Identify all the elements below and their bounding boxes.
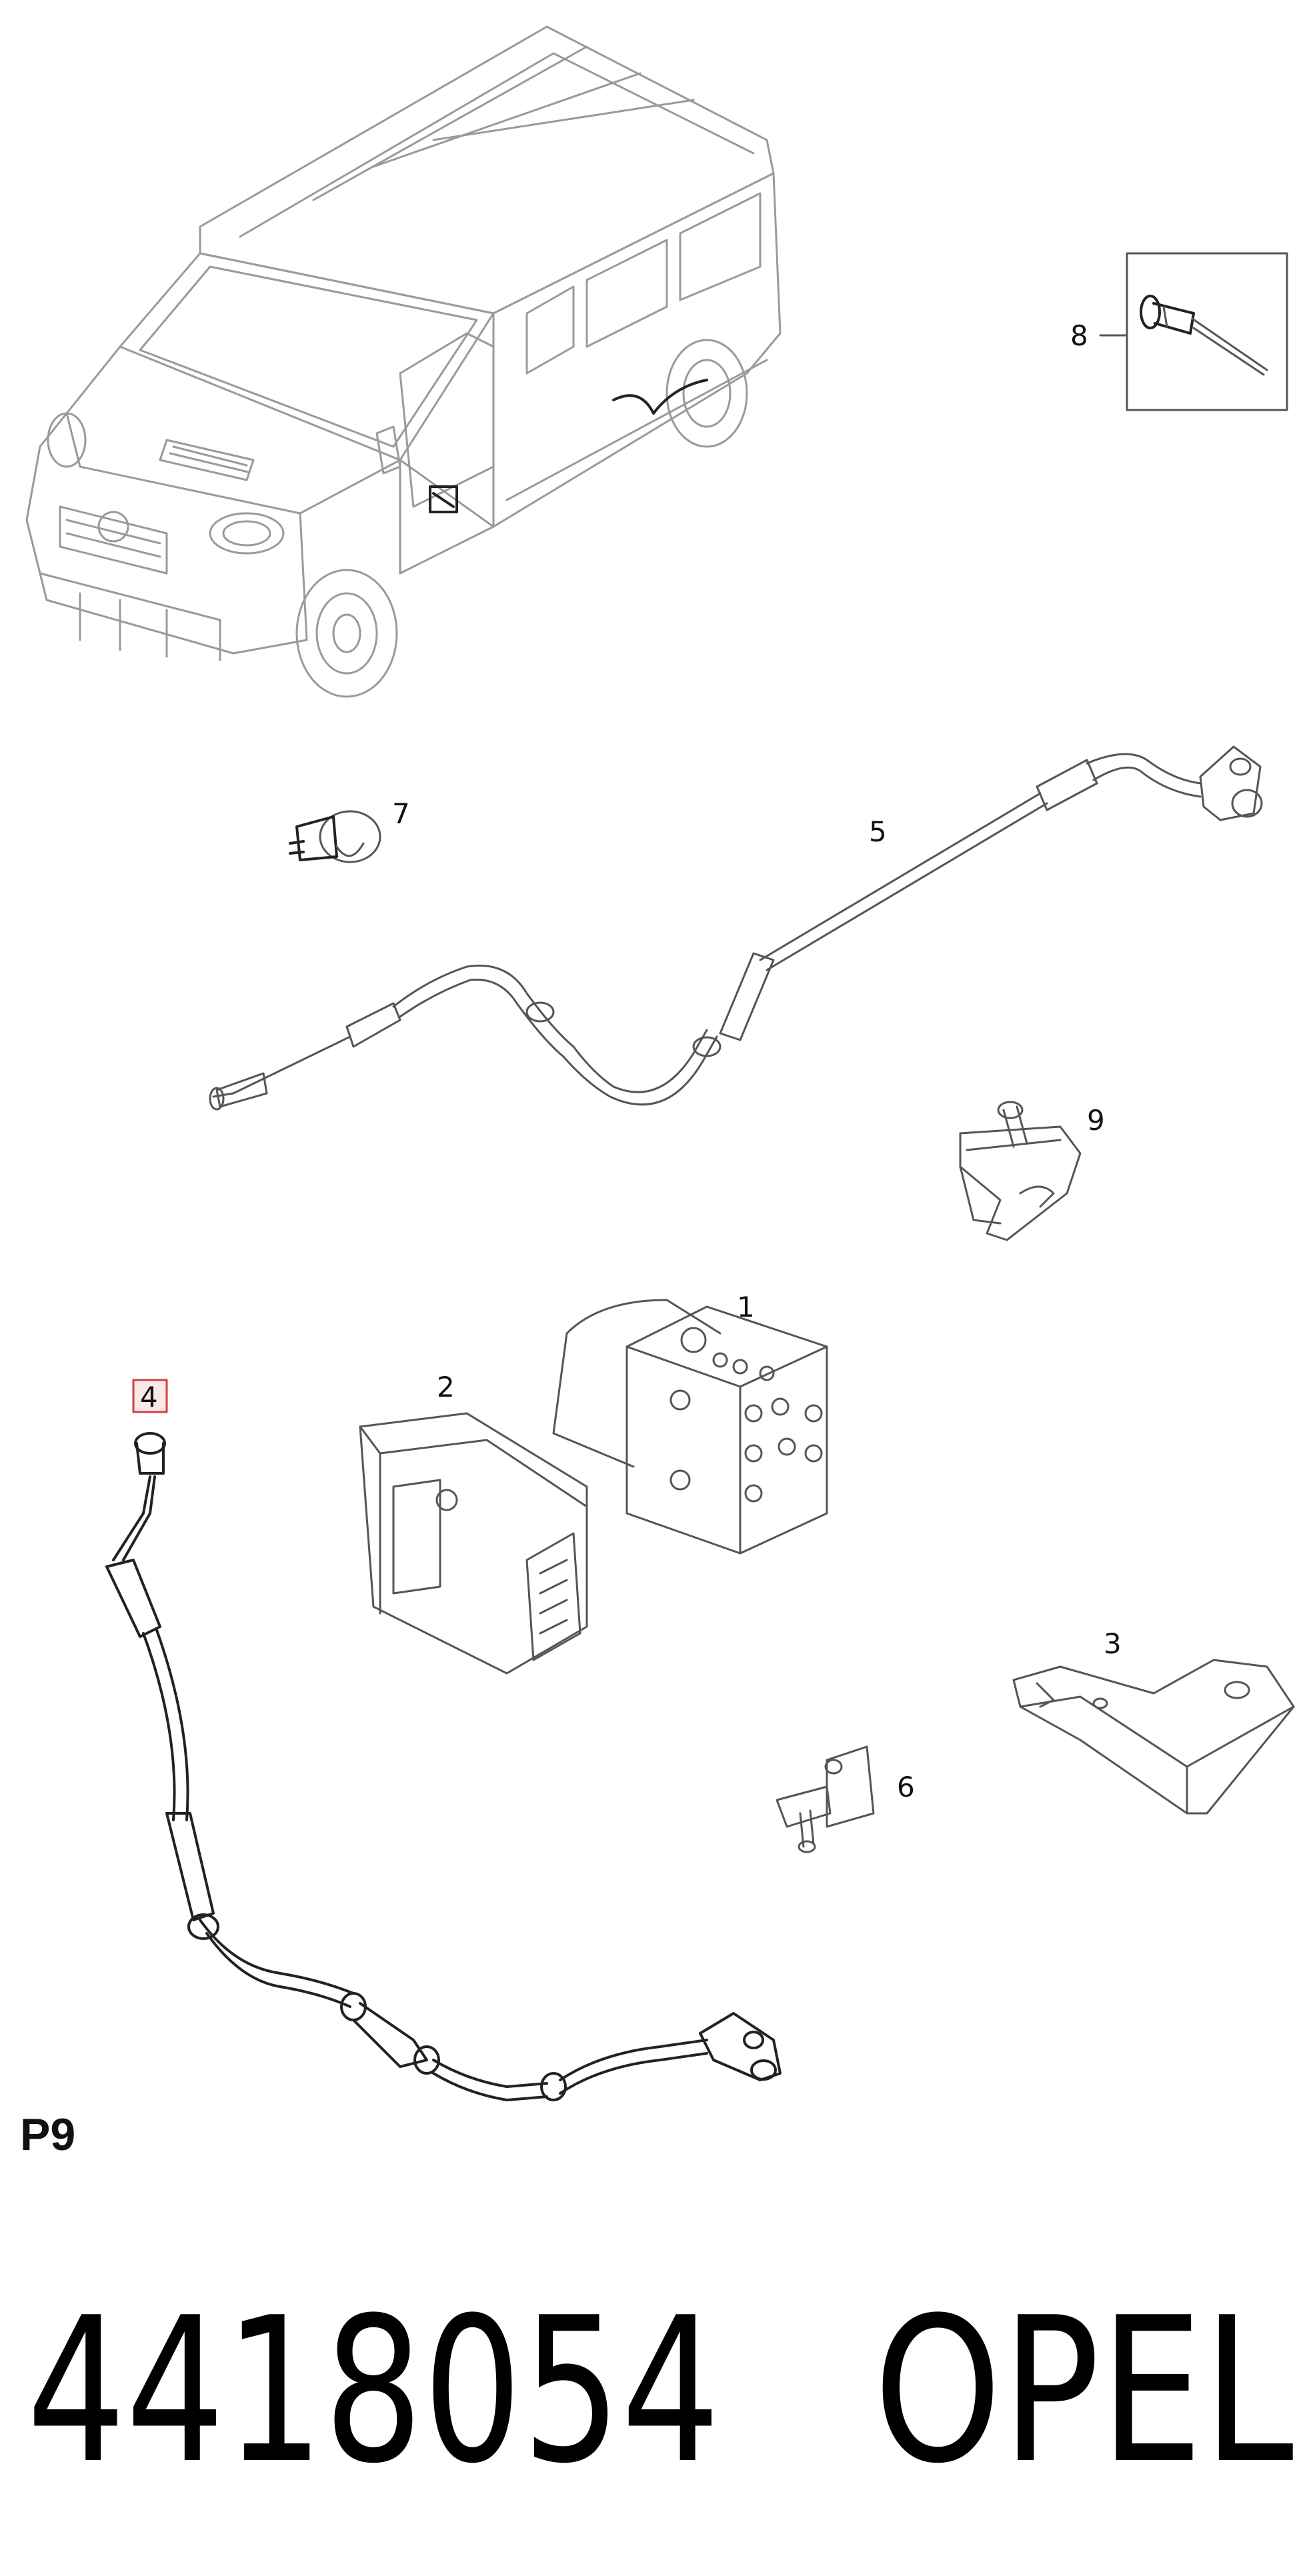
brand-name: OPEL xyxy=(874,2275,1294,2507)
callout-3: 3 xyxy=(1104,1627,1122,1660)
part-5-sensor-cable xyxy=(209,745,1263,1111)
callout-8: 8 xyxy=(1070,319,1088,352)
callout-6: 6 xyxy=(897,1771,915,1803)
part-9-bracket-clip xyxy=(959,1101,1082,1241)
part-number: 4418054 xyxy=(27,2275,720,2507)
callout-4: 4 xyxy=(140,1381,158,1413)
callout-2: 2 xyxy=(437,1371,455,1403)
part-7-clip xyxy=(289,810,381,863)
part-8-rivet xyxy=(1099,252,1288,411)
callout-5: 5 xyxy=(869,815,887,848)
part-4-sensor-cable xyxy=(105,1432,782,2101)
part-2-ecu-module xyxy=(359,1412,588,1675)
van-illustration xyxy=(25,25,782,698)
callout-1: 1 xyxy=(737,1291,755,1323)
callout-9: 9 xyxy=(1087,1104,1105,1137)
callout-4-highlight-box xyxy=(132,1379,168,1413)
part-3-mounting-bracket xyxy=(1012,1659,1295,1815)
callout-7: 7 xyxy=(392,797,410,830)
part-1-abs-unit xyxy=(552,1299,828,1555)
part-6-small-bracket xyxy=(776,1745,875,1853)
page-code: P9 xyxy=(20,2109,75,2160)
